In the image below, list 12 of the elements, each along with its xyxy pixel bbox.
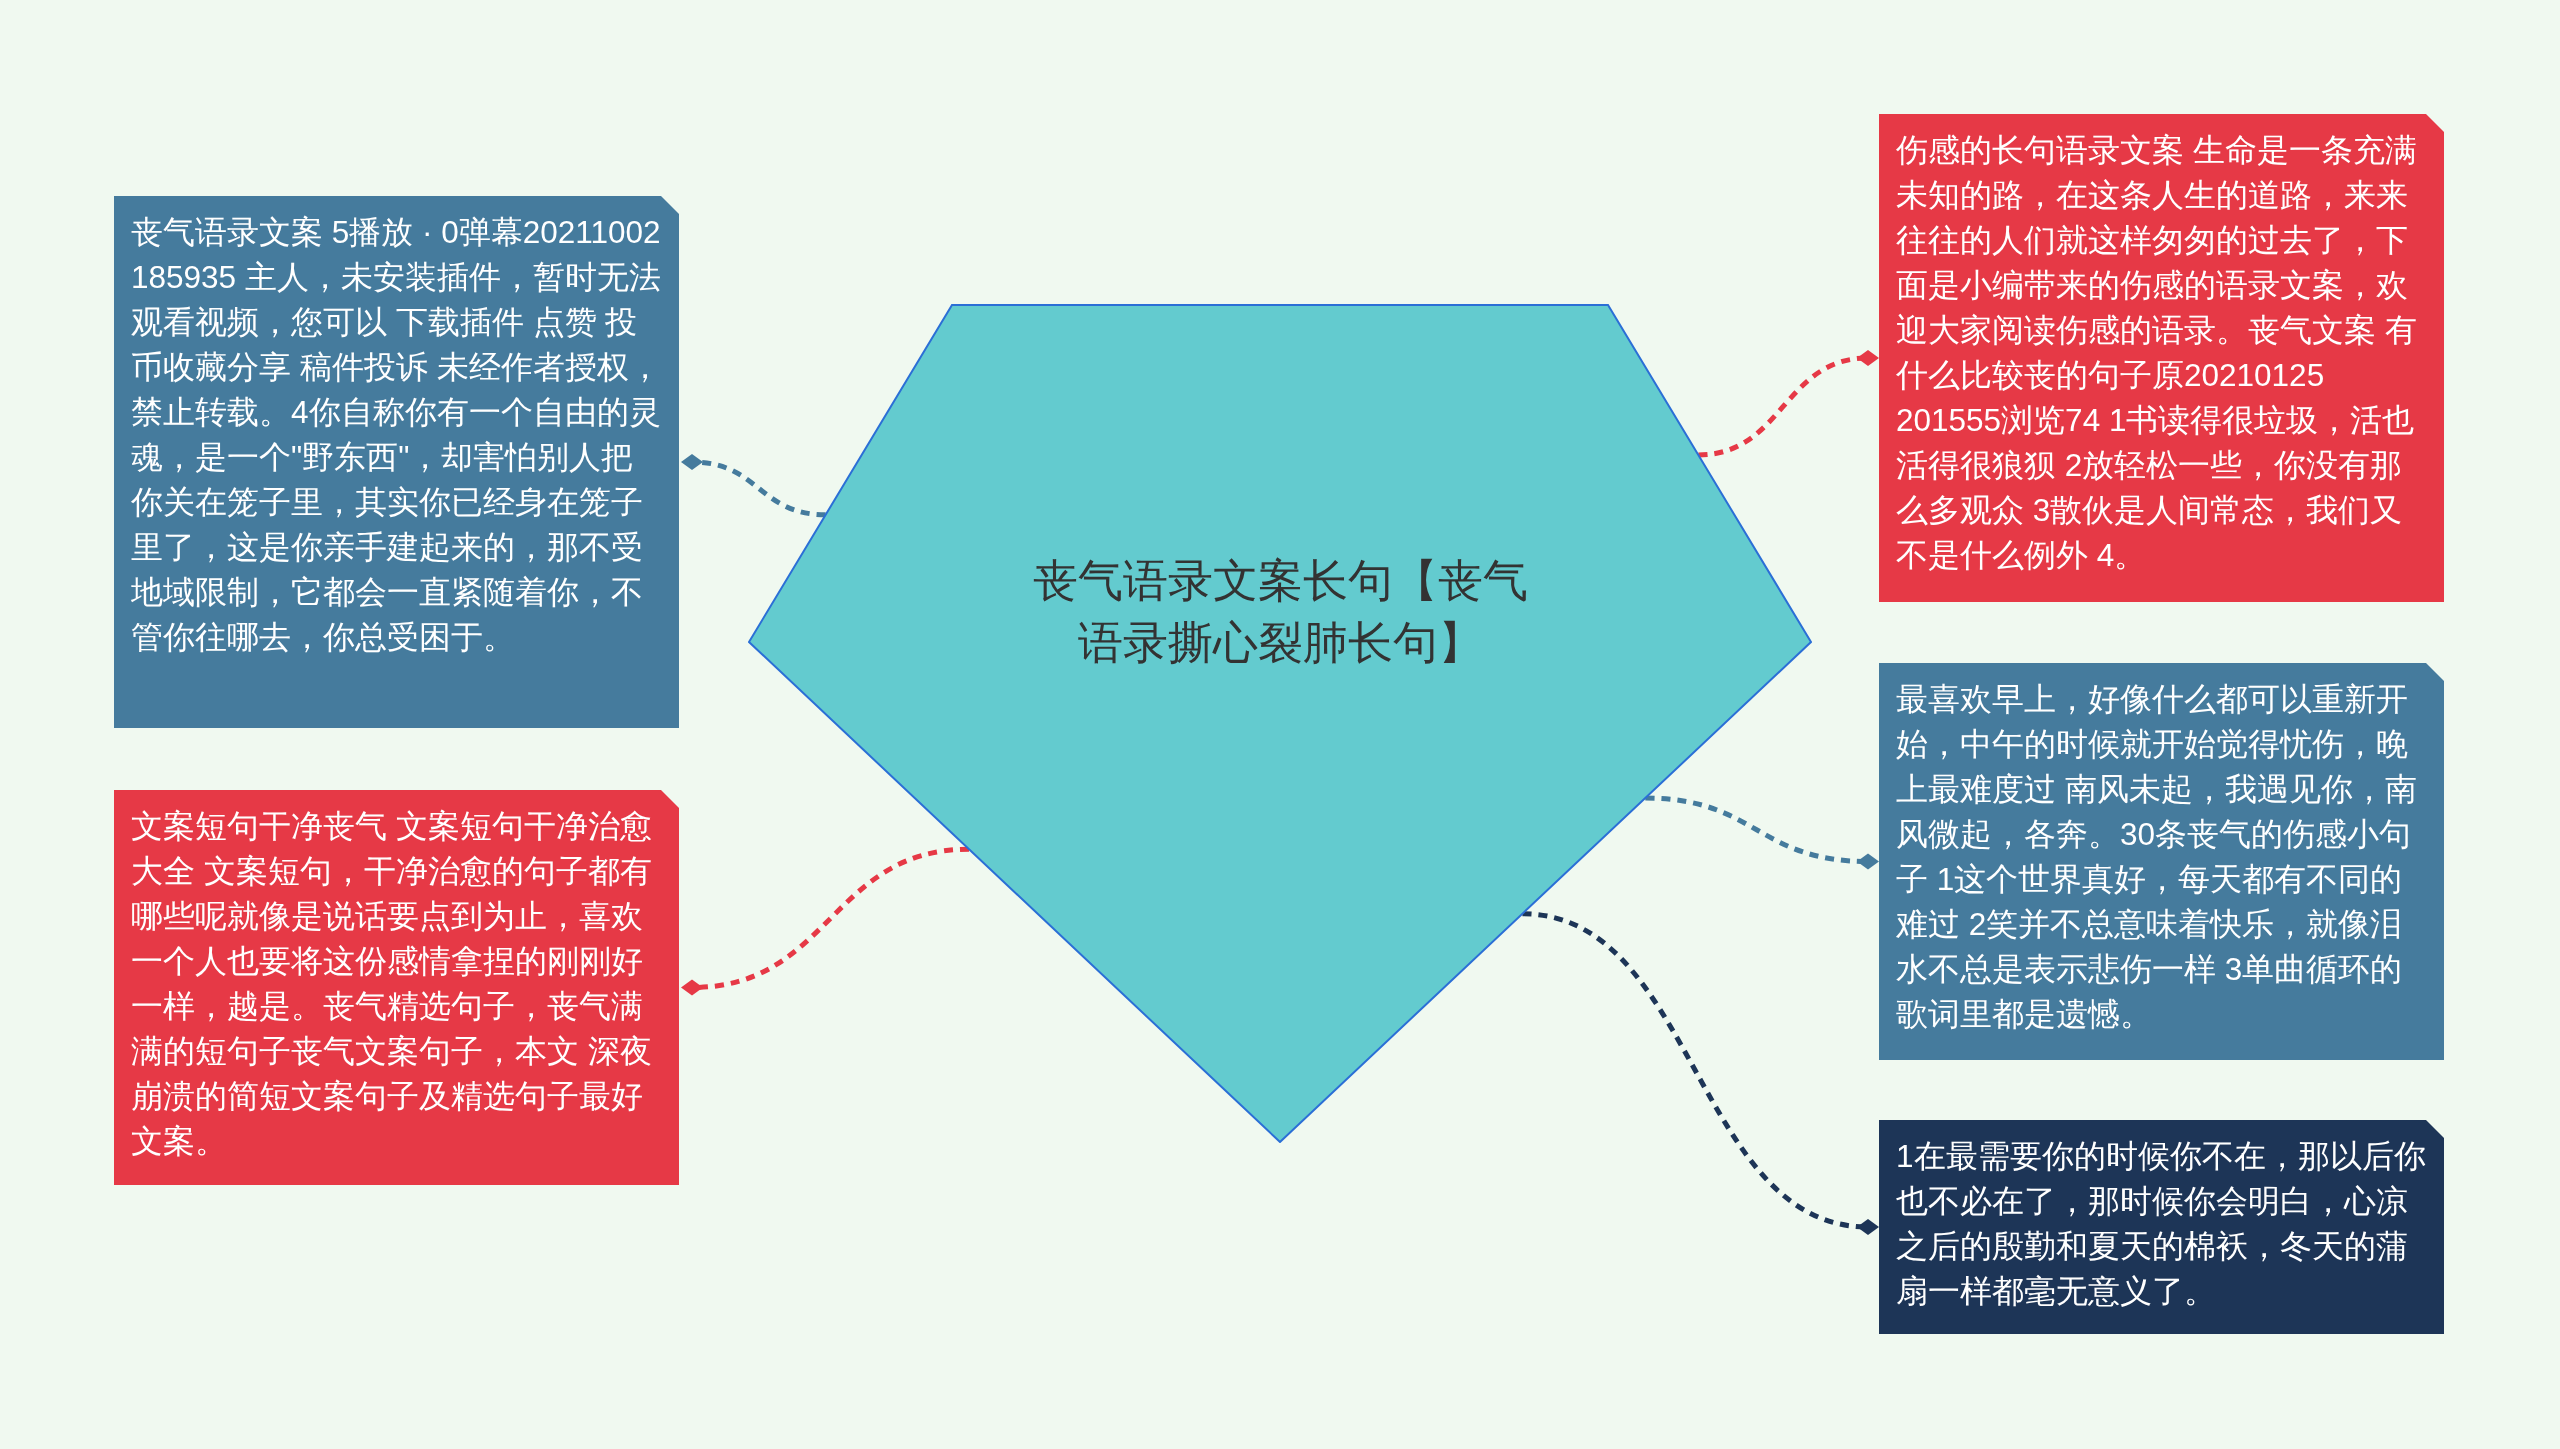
text-card: 最喜欢早上，好像什么都可以重新开始，中午的时候就开始觉得忧伤，晚上最难度过 南风未起，我遇见你，南风微起，各奔。30条丧气的伤感小句子 1这个世界真好，每天都有不同的难过 2笑并不总意味着快乐，就像泪水不总是表示悲伤一样 3单曲循环的歌词里都是遗憾。 <box>1879 663 2444 1060</box>
connector <box>681 846 970 996</box>
connector <box>1645 795 1879 870</box>
text-card: 1在最需要你的时候你不在，那以后你也不必在了，那时候你会明白，心凉之后的殷勤和夏天的棉袄，冬天的蒲扇一样都毫无意义了。 <box>1879 1120 2444 1334</box>
text-card: 丧气语录文案 5播放 · 0弹幕20211002 185935 主人，未安装插件，暂时无法观看视频，您可以 下载插件 点赞 投币收藏分享 稿件投诉 未经作者授权，禁止转载。4你自称你有一个自由的灵魂，是一个"野东西"，却害怕别人把你关在笼子里，其实你已经身在笼子里了，这是你亲手建起来的，那不受地域限制，它都会一直紧随着你，不管你往哪去，你总受困于。 <box>114 196 679 728</box>
text-card: 文案短句干净丧气 文案短句干净治愈大全 文案短句，干净治愈的句子都有哪些呢就像是说话要点到为止，喜欢一个人也要将这份感情拿捏的刚刚好一样，越是。丧气精选句子，丧气满满的短句子丧气文案句子，本文 深夜崩溃的简短文案句子及精选句子最好文案。 <box>114 790 679 1185</box>
text-card: 伤感的长句语录文案 生命是一条充满未知的路，在这条人生的道路，来来往往的人们就这样匆匆的过去了，下面是小编带来的伤感的语录文案，欢迎大家阅读伤感的语录。丧气文案 有什么比较丧的句子原20210125 201555浏览74 1书读得很垃圾，活也活得很狼狈 2放轻松一些，你没有那么多观众 3散伙是人间常态，我们又不是什么例外 4。 <box>1879 114 2444 602</box>
connector <box>1522 911 1879 1235</box>
pentagon-node <box>748 304 1812 1143</box>
connector <box>681 454 826 518</box>
central-topic: 丧气语录文案长句【丧气语录撕心裂肺长句】 <box>1031 554 1529 670</box>
connector <box>1698 350 1879 458</box>
